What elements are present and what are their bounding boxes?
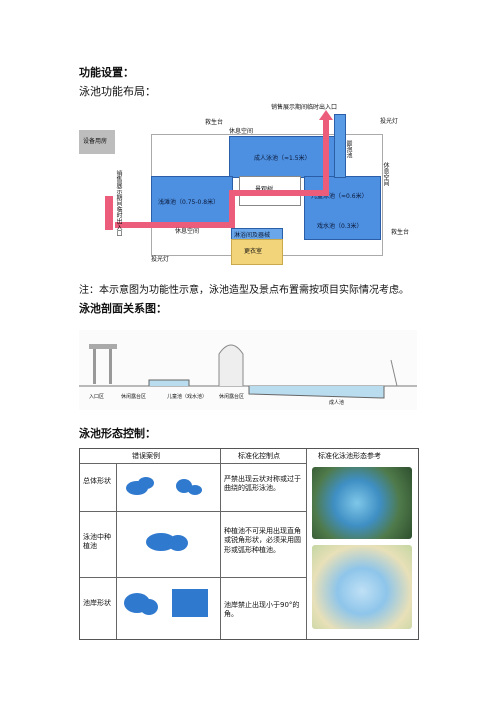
adult-pool-label: 成人泳池（≈1.5米）	[254, 155, 311, 162]
wrong-edge-blob-part	[140, 599, 158, 615]
heading-function-settings: 功能设置：	[79, 66, 134, 79]
section-label-kids-pool: 儿童池（戏水池）	[167, 394, 208, 400]
equipment-room-label: 设备用房	[83, 138, 108, 145]
rest-space-top-label: 休息空间	[229, 128, 254, 135]
row-rule-planter: 种植池不可采用出现直角或锐角形状，必须采用圆形或弧形种植池。	[224, 527, 301, 554]
section-label-adult-pool: 成人池	[329, 400, 345, 406]
floodlight-label-top: 投光灯	[380, 118, 399, 125]
sales-entry-label: 销售展示期间临时出入口	[271, 104, 338, 111]
header-control-point: 标准化控制点	[238, 452, 280, 460]
rest-space-left-label: 休息空间	[175, 228, 200, 235]
header-reference: 标准化泳池形态参考	[318, 452, 381, 460]
row-divider-1	[80, 511, 306, 512]
kids-pool-label: 儿童泳池（≈0.6米）	[311, 193, 368, 200]
equipment-room-block	[79, 130, 115, 154]
rest-space-right-label: 休息空间	[382, 162, 389, 186]
changing-room-label: 更衣室	[244, 248, 263, 255]
row-rule-edge: 池岸禁止出现小于90°的角。	[224, 601, 300, 619]
landscape-tree-label: 景观树	[255, 187, 273, 193]
lifeguard-label-top: 救生台	[205, 119, 224, 126]
reference-image-2	[312, 545, 412, 629]
play-pool-label: 戏水池（0.3米）	[317, 223, 363, 230]
diagram-note: 注：本示意图为功能性示意，泳池造型及景点布置需按项目实际情况考虑。	[79, 285, 409, 296]
path-vertical	[323, 118, 329, 196]
changing-room	[231, 239, 283, 265]
path-segment-a	[229, 192, 235, 228]
section-svg	[79, 344, 417, 399]
wrong-shape-cloud-part	[138, 477, 154, 489]
side-entry-label: 销售展示期间临时出入口	[115, 170, 122, 236]
row-label-planter: 泳池中种植池	[83, 533, 111, 551]
label-col-divider	[116, 463, 117, 639]
wrong-planter-blob-part	[168, 535, 188, 551]
row-label-edge: 池岸形状	[83, 599, 111, 607]
pool-shape-table: 错误案例 标准化控制点 标准化泳池形态参考 总体形状 严禁出现云状对称或过于曲绕…	[79, 448, 419, 640]
path-segment-b	[229, 190, 329, 196]
hot-bath	[334, 114, 346, 178]
shallow-pool: 浅滩池（0.75-0.8米）	[151, 176, 233, 228]
row-rule-overall: 严禁出现云状对称或过于曲绕的弧形泳池。	[224, 475, 301, 493]
section-label-deck-1: 休闲露台区	[121, 394, 147, 400]
row-divider-2	[80, 577, 306, 578]
shower-label: 淋浴间及器械	[234, 232, 271, 239]
reference-image-1	[312, 467, 412, 539]
side-entry-arrow	[105, 196, 113, 230]
heading-pool-section: 泳池剖面关系图：	[79, 302, 167, 315]
shallow-pool-label: 浅滩池（0.75-0.8米）	[158, 199, 220, 206]
floodlight-label-bottom: 投光灯	[151, 256, 170, 263]
heading-pool-shape: 泳池形态控制：	[79, 427, 156, 440]
header-wrong-case: 错误案例	[132, 452, 160, 460]
path-arrow-up-icon	[319, 110, 333, 120]
pool-section-drawing: 入口区 休闲露台区 儿童池（戏水池） 休闲露台区 成人池	[79, 330, 417, 410]
subheading-pool-layout: 泳池功能布局：	[79, 85, 156, 98]
section-label-deck-2: 休闲露台区	[219, 394, 245, 400]
wrong-edge-rect	[172, 589, 208, 617]
section-label-entrance: 入口区	[89, 394, 105, 400]
header-divider	[80, 463, 306, 464]
lifeguard-label-right: 救生台	[391, 229, 410, 236]
col-divider-2	[306, 449, 307, 639]
pool-layout-diagram: 设备用房 救生台 休息空间 销售展示期间临时出入口 投光灯 成人泳池（≈1.5米…	[79, 105, 415, 265]
path-horizontal	[115, 222, 233, 228]
row-label-overall: 总体形状	[83, 477, 111, 485]
col-divider-1	[220, 449, 221, 639]
kids-pool: 儿童泳池（≈0.6米） 戏水池（0.3米）	[304, 176, 381, 240]
hot-bath-label: 最泡池	[345, 140, 352, 158]
wrong-shape-curl-part	[188, 485, 202, 495]
